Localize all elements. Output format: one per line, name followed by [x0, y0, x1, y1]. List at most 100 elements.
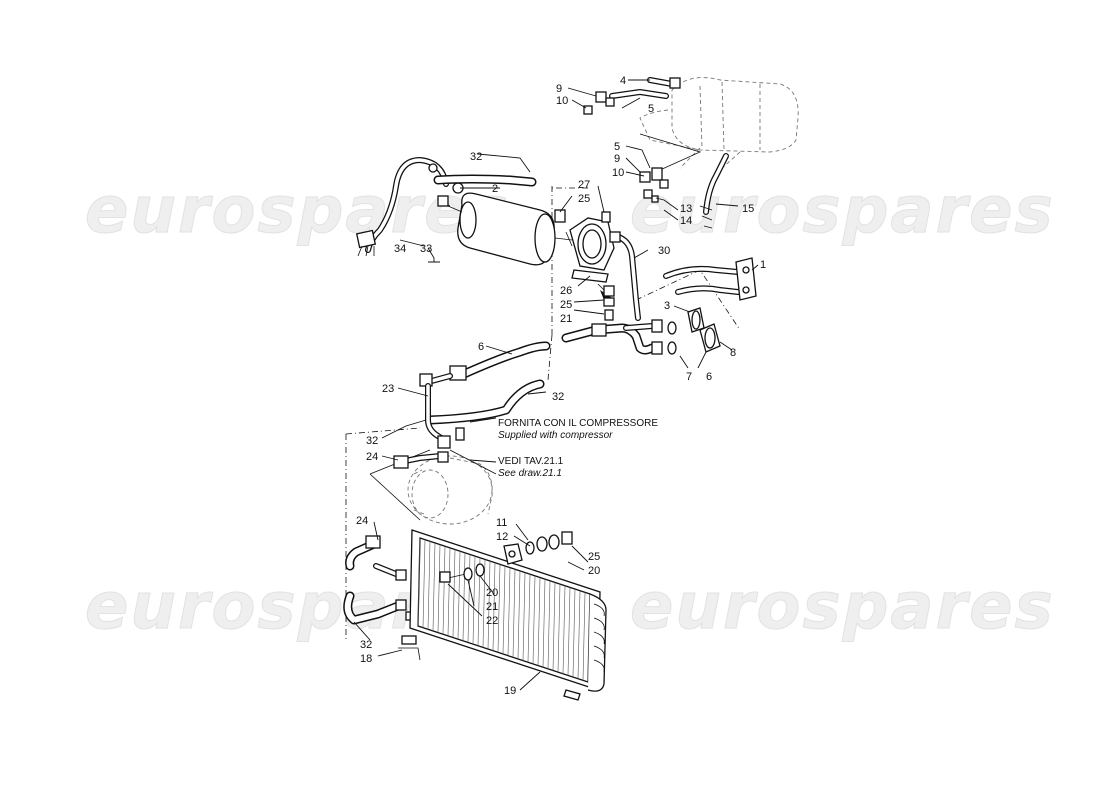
callout-4: 4: [620, 75, 626, 87]
condenser-fin: [427, 541, 431, 630]
callout-6-hose: 6: [478, 341, 484, 353]
callout-19: 19: [504, 685, 516, 697]
callout-5-top: 5: [648, 103, 654, 115]
callout-33: 33: [420, 243, 432, 255]
condenser-fin: [452, 549, 456, 638]
condenser-fin: [527, 574, 531, 663]
compressor-ghost: [369, 449, 497, 525]
callout-18: 18: [360, 653, 372, 665]
note-reference-english: See draw.21.1: [498, 468, 562, 479]
condenser-fin: [577, 590, 581, 679]
callout-25-center: 25: [560, 299, 572, 311]
receiver-drier: [437, 192, 583, 266]
condenser-fin: [492, 562, 496, 651]
condenser-fin: [517, 570, 521, 659]
callout-1: 1: [760, 259, 766, 271]
condenser-fin: [562, 585, 566, 674]
condenser-fin: [432, 542, 436, 631]
pipe-24-upper: [393, 451, 449, 469]
hose-top: [433, 174, 537, 187]
condenser-fin: [582, 592, 586, 681]
callout-10-mid: 10: [612, 167, 624, 179]
condenser-fin: [442, 546, 446, 635]
leader-lines: [353, 79, 759, 691]
callout-14: 14: [680, 215, 692, 227]
callout-3: 3: [664, 300, 670, 312]
watermark-top-right: eurospares: [630, 174, 1055, 248]
service-valves: [687, 307, 721, 353]
small-fittings-center: [603, 285, 615, 321]
callout-32-left: 32: [366, 435, 378, 447]
callout-34: 34: [394, 243, 406, 255]
twin-pipe-1: [663, 257, 757, 301]
condenser-fin: [482, 559, 486, 648]
condenser-fin: [502, 565, 506, 655]
condenser-fin: [507, 567, 511, 656]
note-reference-italian: VEDI TAV.21.1: [498, 456, 564, 467]
top-right-fittings: [583, 77, 729, 229]
condenser-fin: [447, 547, 451, 636]
condenser-fins: [417, 537, 591, 683]
callout-23: 23: [382, 383, 394, 395]
callout-numbers: 1 2 3 4 5 5 6 6 7 8 9 9 10 10 11 12 13 1…: [356, 75, 766, 697]
condenser-fin: [437, 544, 441, 633]
condenser-fin: [532, 575, 536, 664]
mounting-clamp: [554, 209, 615, 300]
condenser-fin: [417, 537, 421, 627]
callout-8: 8: [730, 347, 736, 359]
condenser-fin: [497, 564, 501, 653]
condenser-fin: [587, 593, 591, 683]
condenser-fin: [547, 580, 551, 669]
callout-25-right: 25: [588, 551, 600, 563]
note-compressor-english: Supplied with compressor: [498, 430, 613, 441]
callout-27: 27: [578, 179, 590, 191]
condenser-fin: [537, 577, 541, 666]
callout-26: 26: [560, 285, 572, 297]
condenser-fin: [542, 579, 546, 668]
callout-5-mid: 5: [614, 141, 620, 153]
condenser-fin: [457, 551, 461, 640]
note-compressor-italian: FORNITA CON IL COMPRESSORE: [498, 418, 658, 429]
pipe-23: [425, 383, 465, 449]
condenser-fixings: [439, 531, 573, 583]
callout-24-lower: 24: [356, 515, 368, 527]
wiring-harness: [355, 157, 464, 257]
engine-ghost-outline: [639, 77, 799, 171]
callout-32-mid: 32: [552, 391, 564, 403]
condenser-fin: [572, 589, 576, 678]
condenser-fin: [512, 569, 516, 658]
callout-21-center: 21: [560, 313, 572, 325]
callout-9-top: 9: [556, 83, 562, 95]
callout-11: 11: [496, 517, 507, 529]
callout-9-mid: 9: [614, 153, 620, 165]
callout-32-bottom: 32: [360, 639, 372, 651]
callout-30: 30: [658, 245, 670, 257]
condenser-fin: [552, 582, 556, 671]
condenser-fin: [487, 561, 491, 650]
watermark-top-left: eurospares: [85, 174, 510, 248]
condenser: [409, 529, 607, 701]
watermark-bottom-right: eurospares: [630, 570, 1055, 644]
condenser-fin: [422, 539, 426, 628]
callout-2: 2: [492, 183, 498, 195]
suction-pipe-assembly: [561, 319, 677, 355]
callout-12: 12: [496, 531, 508, 543]
callout-13: 13: [680, 203, 692, 215]
callout-24-upper: 24: [366, 451, 378, 463]
callout-20-right: 20: [588, 565, 600, 577]
callout-32-top: 32: [470, 151, 482, 163]
middle-hoses: [419, 341, 551, 425]
condenser-fin: [472, 556, 476, 645]
condenser-fin: [522, 572, 526, 661]
callout-20-left: 20: [486, 587, 498, 599]
callout-6-tee: 6: [706, 371, 712, 383]
callout-21-lower: 21: [486, 601, 498, 613]
callout-15: 15: [742, 203, 754, 215]
condenser-fin: [462, 552, 466, 641]
condenser-fin: [567, 587, 571, 676]
callout-25-top: 25: [578, 193, 590, 205]
watermark-layer: eurospares eurospares eurospares eurospa…: [85, 174, 1055, 645]
pipe-30: [609, 231, 641, 321]
